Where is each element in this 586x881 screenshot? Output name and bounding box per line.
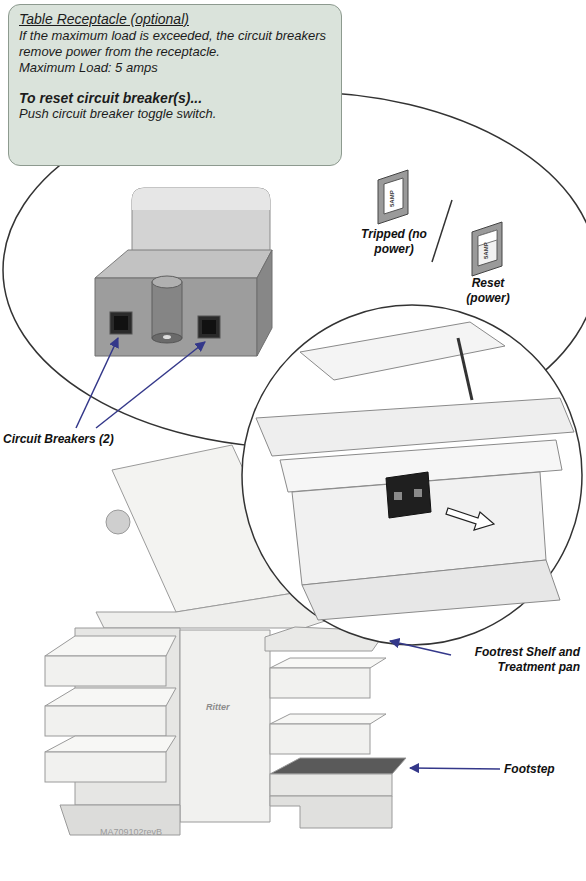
divider-line [432, 200, 452, 262]
state-label: Tripped (no power) [352, 227, 436, 257]
part-label: Footstep [504, 762, 555, 777]
brand-mark: Ritter [206, 700, 230, 715]
leader-line [390, 641, 451, 655]
switch-rating: 5AMP [483, 242, 489, 259]
magnifier-circle [242, 305, 582, 645]
drawing-number: MA709102revB [100, 825, 162, 840]
state-label: Reset (power) [452, 276, 524, 306]
leader-line [410, 768, 500, 769]
part-label: Footrest Shelf and Treatment pan [454, 645, 580, 675]
leader-line [76, 338, 118, 428]
switch-rating: 5AMP [389, 190, 395, 207]
switch-tripped [378, 170, 408, 224]
note-heading: Table Receptacle (optional) [19, 11, 331, 27]
switch-reset [472, 222, 502, 276]
note-heading: To reset circuit breaker(s)... [19, 90, 331, 106]
note-text: If the maximum load is exceeded, the cir… [19, 28, 331, 60]
table-internals [256, 322, 574, 620]
note-text: Push circuit breaker toggle switch. [19, 106, 331, 122]
leader-line [96, 342, 205, 428]
note-text: Maximum Load: 5 amps [19, 60, 331, 76]
receptacle [95, 188, 272, 356]
note-box: Table Receptacle (optional)If the maximu… [8, 4, 342, 166]
part-label: Circuit Breakers (2) [3, 432, 114, 447]
